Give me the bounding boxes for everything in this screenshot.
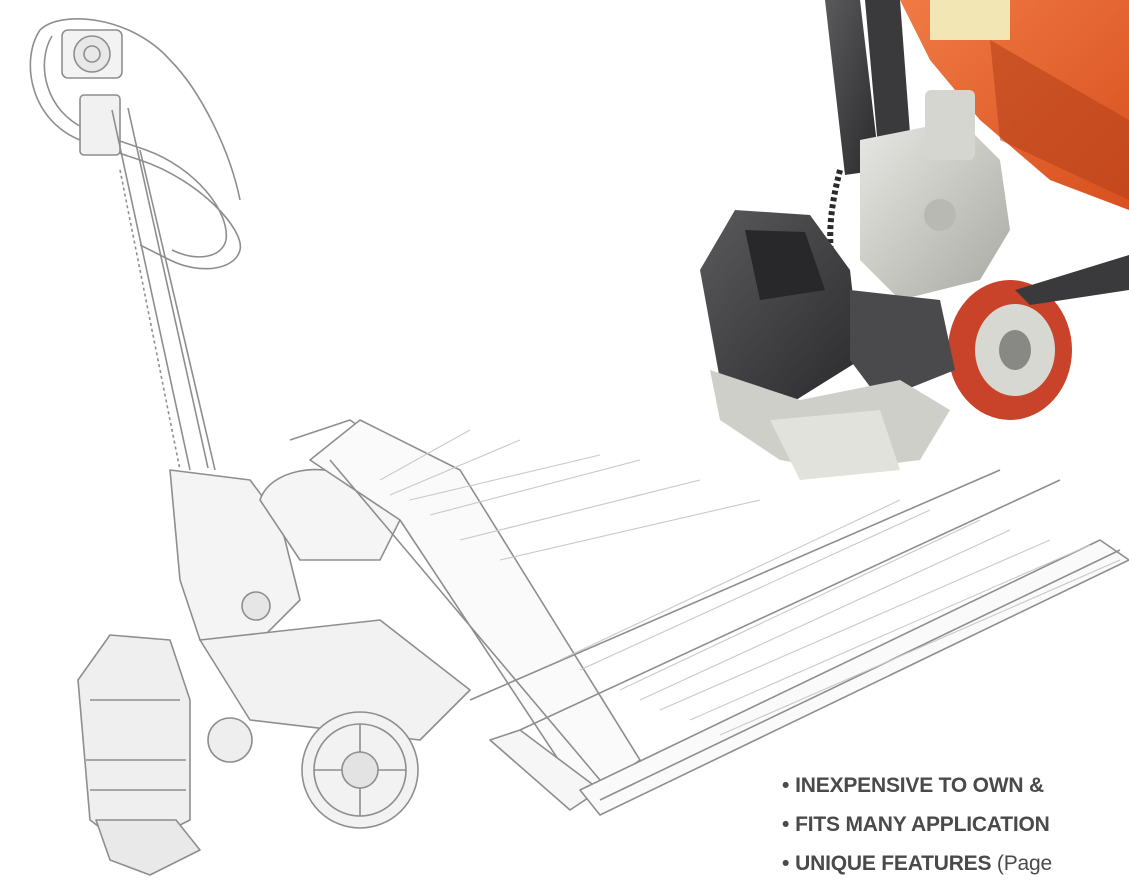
motion-lines xyxy=(379,429,1121,736)
feature-item: •UNIQUE FEATURES (Page xyxy=(782,852,1052,876)
line-art-jack xyxy=(29,18,1129,876)
feature-label: UNIQUE FEATURES xyxy=(795,852,992,875)
feature-label: FITS MANY APPLICATION xyxy=(795,813,1050,836)
bullet-icon: • xyxy=(782,813,790,836)
bullet-icon: • xyxy=(782,774,790,797)
feature-item: •INEXPENSIVE TO OWN & xyxy=(782,774,1044,798)
feature-item: •FITS MANY APPLICATION xyxy=(782,813,1050,837)
photo-jack-inset xyxy=(700,0,1129,480)
bullet-icon: • xyxy=(782,852,790,875)
feature-note: (Page xyxy=(991,852,1052,875)
feature-list: •INEXPENSIVE TO OWN & •FITS MANY APPLICA… xyxy=(782,764,1129,886)
feature-label: INEXPENSIVE TO OWN & xyxy=(795,774,1044,797)
